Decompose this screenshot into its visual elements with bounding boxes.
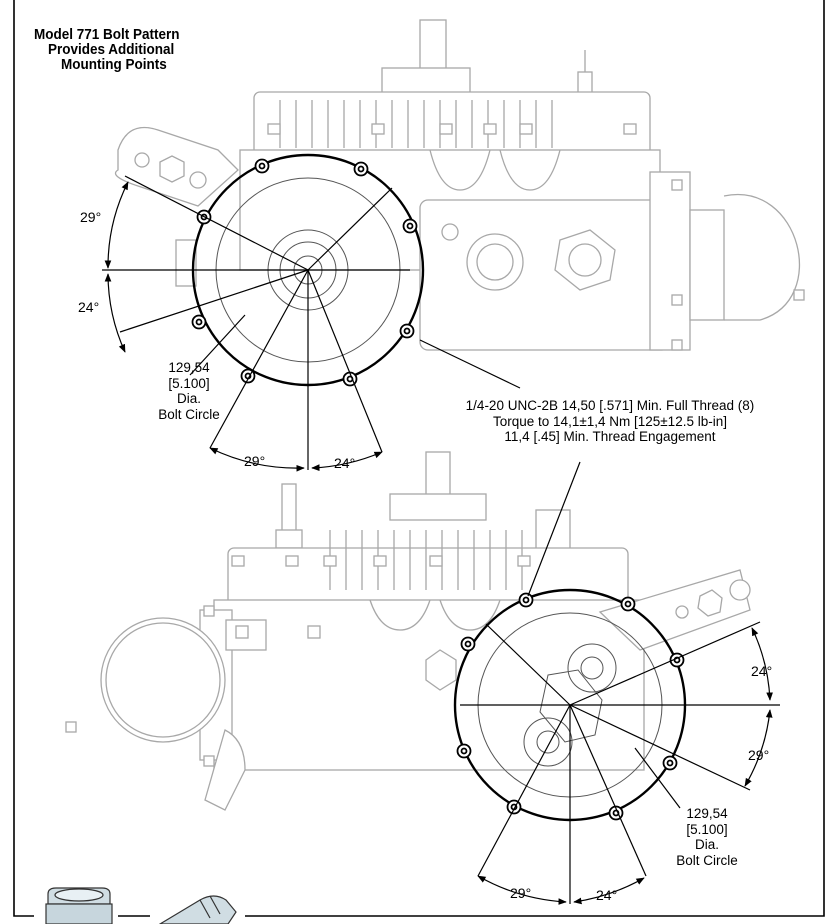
bottom-angle-bottom-right: 24°	[596, 887, 618, 903]
top-bolt-circle-diameter: 129,54	[168, 360, 210, 375]
bottom-angle-bottom-left: 29°	[510, 885, 532, 901]
bottom-dimension-lines	[460, 461, 780, 905]
bottom-bolt-circle-diameter: 129,54	[686, 806, 728, 821]
bottom-bolt-circle-dia: Dia.	[694, 837, 719, 852]
callout-line-1: 1/4-20 UNC-2B 14,50 [.571] Min. Full Thr…	[465, 398, 755, 413]
title-line-2: Provides Additional	[48, 41, 175, 58]
callout-line-2: Torque to 14,1±1,4 Nm [125±12.5 lb-in]	[493, 413, 727, 429]
bottom-angle-right-lower: 29°	[748, 747, 770, 763]
thread-callout: 1/4-20 UNC-2B 14,50 [.571] Min. Full Thr…	[420, 398, 800, 445]
title-line-3: Mounting Points	[61, 56, 167, 73]
bottom-bolt-circle-label: 129,54 [5.100] Dia. Bolt Circle	[668, 806, 746, 868]
bottom-pump-body	[65, 451, 751, 811]
fitting-icons	[45, 887, 237, 924]
top-pump-body	[114, 19, 805, 351]
top-dimension-lines	[102, 175, 521, 472]
callout-line-3: 11,4 [.45] Min. Thread Engagement	[504, 429, 716, 444]
top-angle-left-lower: 24°	[78, 299, 100, 315]
top-angle-bottom-left: 29°	[244, 453, 266, 469]
top-bolt-circle-text: Bolt Circle	[158, 406, 220, 422]
title-line-1: Model 771 Bolt Pattern	[34, 26, 180, 43]
top-angle-left-upper: 29°	[80, 209, 102, 225]
bottom-angle-right-upper: 24°	[751, 663, 773, 679]
top-angle-bottom-right: 24°	[334, 455, 356, 471]
top-bolt-circle-label: 129,54 [5.100] Dia. Bolt Circle	[150, 360, 228, 422]
drawing-frame	[13, 0, 825, 917]
top-bolt-circle-dia: Dia.	[176, 391, 201, 406]
bottom-bolt-circle-inches: [5.100]	[686, 821, 728, 837]
top-bolt-circle-inches: [5.100]	[168, 375, 210, 391]
bottom-bolt-circle-text: Bolt Circle	[676, 852, 738, 868]
